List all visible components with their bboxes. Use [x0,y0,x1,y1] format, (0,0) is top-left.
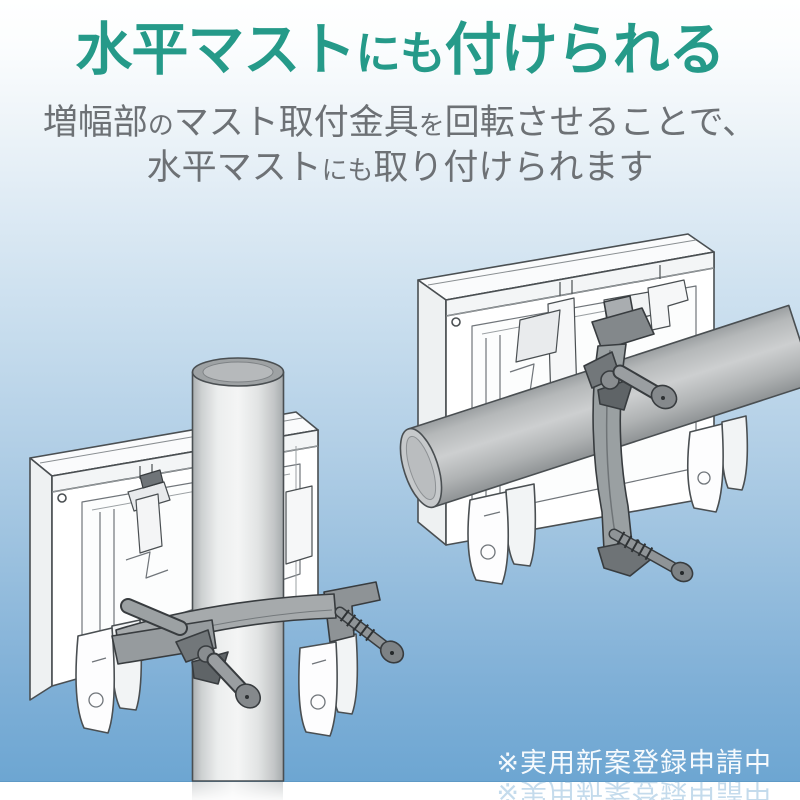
mast-clamp-bracket-rotated [583,295,694,583]
title-part-3: 付けられる [444,17,726,83]
mast-claw-foot [504,483,537,567]
clamp-screw-threads [616,531,654,561]
clamp-screw-threads [339,609,376,642]
page-title: 水平マストにも付けられる [0,17,800,84]
mast-pole-reflection [192,782,283,800]
mast-claw-foot [720,415,749,491]
amplifier-box-side [29,457,53,701]
mast-claw-foot [467,491,510,585]
mast-claw-foot [686,423,724,513]
mast-claw-foot [75,627,116,734]
title-part-2: にも [355,27,445,80]
illustration-vertical-mast [29,357,405,782]
footnote-text: ※実用新案登録申請中 [496,748,772,779]
mast-claw-foot [298,641,338,737]
title-part-1: 水平マスト [75,17,356,83]
subtitle-line-2: 水平マストにも取り付けられます [146,148,654,188]
mast-clamp-bracket [111,581,405,709]
subtitle-line-1: 増幅部のマスト取付金具を回転させることで、 [42,103,758,143]
vertical-mast-pole [191,371,285,782]
illustration-horizontal-mast [399,233,800,585]
footnote-reflection: ※実用新案登録申請中 [496,776,772,800]
